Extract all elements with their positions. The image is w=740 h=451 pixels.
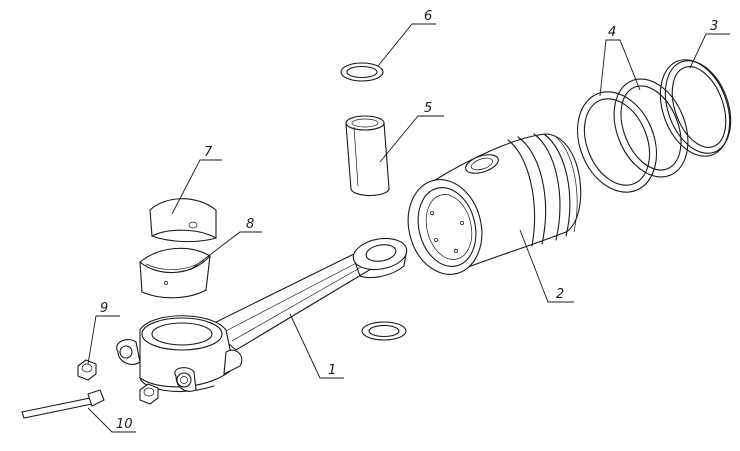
callout-4: 4 — [608, 25, 616, 40]
bearing-shell-upper — [149, 198, 217, 243]
nut-1 — [77, 359, 97, 381]
nut-2 — [139, 383, 159, 405]
retaining-ring-top — [340, 62, 384, 82]
piston-pin — [345, 115, 390, 197]
leader-lines — [87, 23, 730, 433]
bolt — [21, 389, 105, 419]
callout-1: 1 — [328, 363, 336, 378]
callout-9: 9 — [100, 301, 108, 316]
piston-ring — [659, 59, 732, 157]
piston — [407, 133, 582, 275]
callout-2: 2 — [556, 287, 564, 302]
callout-labels: 1 2 3 4 5 6 7 8 9 10 — [100, 9, 718, 432]
callout-7: 7 — [204, 145, 213, 160]
callout-10: 10 — [116, 417, 133, 432]
piston-rings — [576, 78, 689, 193]
connecting-rod — [116, 237, 408, 393]
retaining-ring-bottom — [361, 321, 407, 341]
callout-5: 5 — [424, 101, 432, 116]
callout-6: 6 — [424, 9, 432, 24]
bearing-shell-lower — [139, 247, 211, 299]
callout-8: 8 — [246, 217, 254, 232]
callout-3: 3 — [710, 19, 718, 34]
